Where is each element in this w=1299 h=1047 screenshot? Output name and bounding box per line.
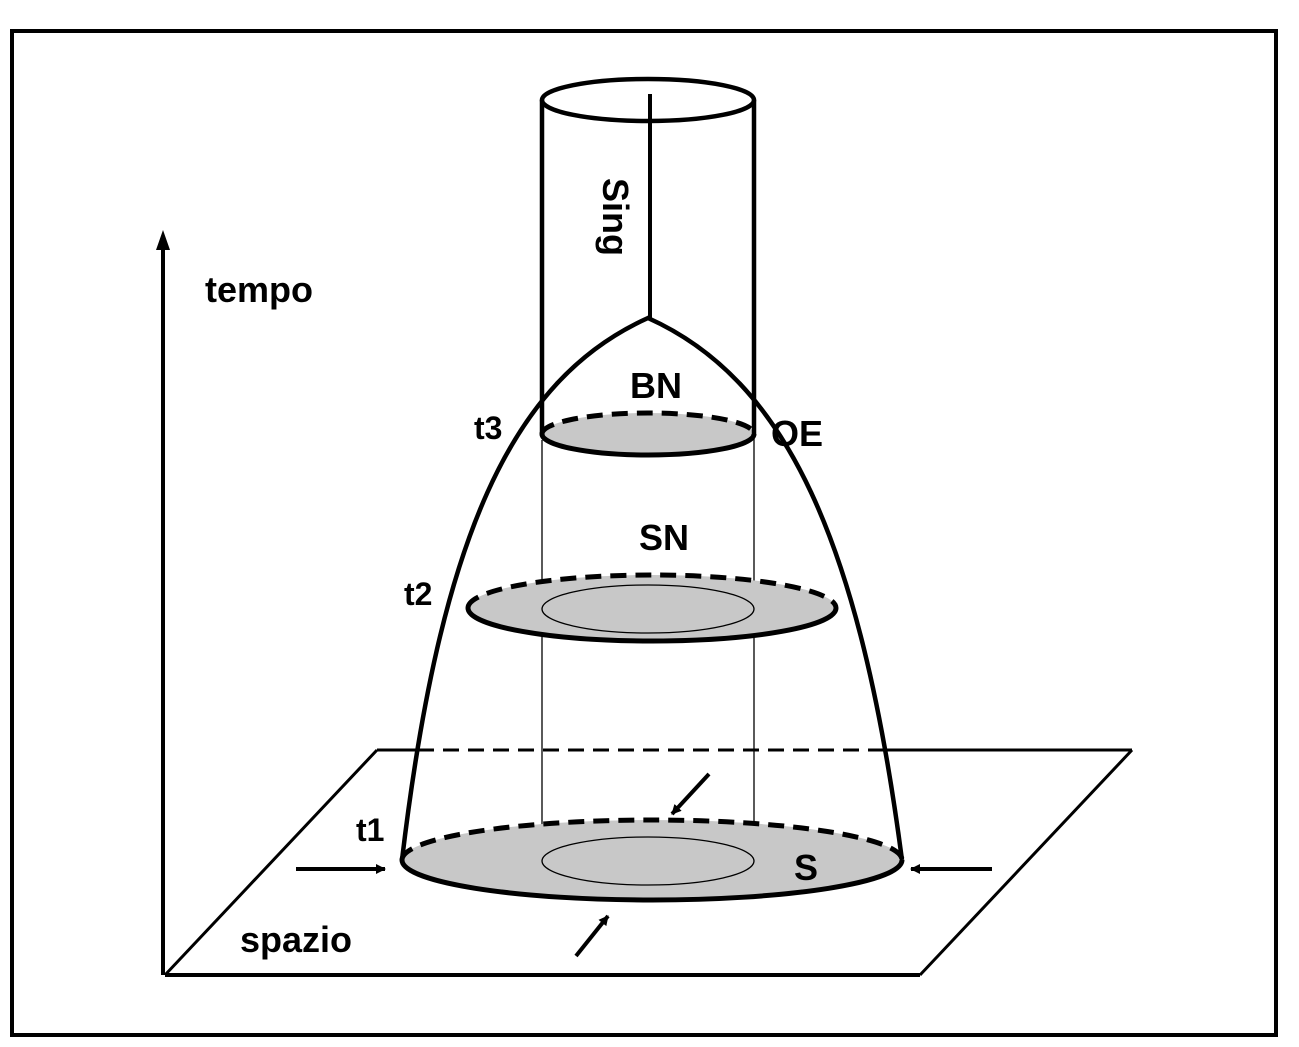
label-bn: BN [630, 365, 682, 406]
label-t2: t2 [404, 576, 432, 612]
label-sing: Sing [595, 178, 636, 256]
label-s: S [794, 847, 818, 888]
slice-t3 [539, 410, 757, 458]
arrow-back [670, 772, 711, 816]
arrow-front [574, 914, 610, 958]
outer-frame [10, 29, 1278, 1037]
time-axis [156, 230, 170, 975]
label-t1: t1 [356, 812, 384, 848]
inner-core-t2 [541, 584, 755, 634]
label-t3: t3 [474, 410, 502, 446]
label-spazio: spazio [240, 919, 352, 960]
slice-t1 [399, 817, 905, 903]
compression-arrows [296, 772, 992, 958]
label-oe: OE [771, 413, 823, 454]
space-plane [163, 748, 1134, 977]
inner-core-t1 [541, 836, 755, 886]
inner-cylinder [541, 434, 755, 862]
label-tempo: tempo [205, 269, 313, 310]
label-sn: SN [639, 517, 689, 558]
slice-t2 [465, 572, 839, 644]
